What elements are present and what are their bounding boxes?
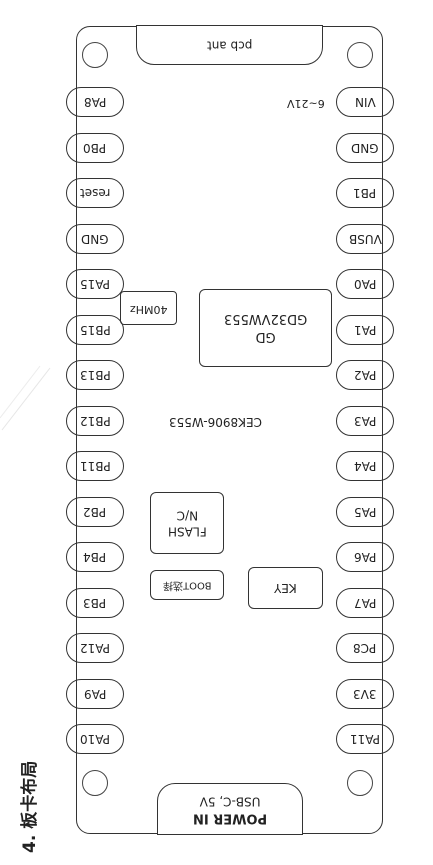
left-pin-reset: reset (66, 178, 124, 208)
right-pin-pa4: PA4 (336, 451, 394, 481)
pin-label: PA4 (353, 459, 377, 473)
module-label: CEK8906-W553 (169, 415, 262, 429)
right-pin-pc8: PC8 (336, 633, 394, 663)
usb-connector: POWER IN USB-C, 5V (157, 783, 303, 835)
left-pin-pa10: PA10 (66, 724, 124, 754)
pin-label: PB11 (79, 459, 111, 473)
mount-hole-top-right (347, 42, 373, 68)
section-heading: 4. 板卡布局 (20, 760, 40, 853)
left-pin-pb12: PB12 (66, 405, 124, 436)
right-pin-gnd: GND (336, 132, 394, 163)
pin-label: PA10 (80, 732, 110, 746)
pin-label: PB3 (83, 595, 107, 610)
usb-power-label: POWER IN (192, 810, 268, 826)
pin-label: VIN (354, 95, 376, 109)
pin-label: PA1 (353, 322, 377, 337)
pin-label: PA0 (353, 277, 377, 291)
left-pin-pa15: PA15 (66, 269, 124, 299)
left-pin-pa8: PA8 (66, 87, 124, 117)
right-pin-pa0: PA0 (336, 269, 394, 299)
pin-label: PA5 (353, 504, 377, 519)
pin-label: PB4 (83, 550, 107, 564)
flash-note: N/C (176, 508, 198, 522)
left-pin-pb3: PB3 (66, 587, 124, 618)
mount-hole-top-left (82, 42, 108, 68)
left-pin-pa12: PA12 (66, 633, 124, 663)
mcu-chip: GD GD32VW553 (199, 289, 332, 367)
right-pin-pa6: PA6 (336, 542, 394, 572)
pin-label: PA12 (80, 641, 110, 655)
mount-hole-bottom-right (347, 770, 373, 796)
mcu-brand: GD (255, 329, 276, 345)
pin-label: GND (81, 231, 109, 246)
right-pin-vin: VIN (336, 87, 394, 117)
pin-label: PA8 (83, 95, 107, 109)
watermark-lines (0, 365, 51, 431)
pin-label: PA6 (353, 550, 377, 564)
antenna-area: pcb ant (136, 25, 323, 65)
pin-label: PB2 (83, 504, 107, 519)
right-pin-vusb: VUSB (336, 223, 394, 254)
pin-label: PA9 (83, 686, 107, 701)
key-label: KEY (274, 581, 297, 596)
right-pin-pa7: PA7 (336, 587, 394, 618)
right-pin-pa5: PA5 (336, 496, 394, 527)
key-button[interactable]: KEY (248, 567, 323, 609)
right-pin-pa2: PA2 (336, 360, 394, 390)
antenna-label: pcb ant (206, 38, 253, 53)
left-pin-pb2: PB2 (66, 496, 124, 527)
flash-chip: FLASH N/C (150, 492, 224, 554)
pin-label: 3V3 (353, 686, 377, 701)
usb-type-label: USB-C, 5V (199, 794, 261, 809)
right-pin-pa11: PA11 (336, 724, 394, 754)
left-pin-pb15: PB15 (66, 314, 124, 345)
left-pin-pb4: PB4 (66, 542, 124, 572)
right-pin-pb1: PB1 (336, 178, 394, 208)
pin-label: PB1 (353, 186, 377, 200)
boot-label: BOOT选择 (162, 579, 212, 591)
pin-label: VUSB (348, 231, 382, 246)
pin-label: PC8 (353, 641, 377, 655)
mcu-model: GD32VW553 (223, 312, 308, 327)
right-pin-3v3: 3V3 (336, 678, 394, 709)
boot-select-button[interactable]: BOOT选择 (150, 570, 224, 600)
pin-label: PA2 (353, 368, 377, 382)
crystal-oscillator: 40MHz (120, 291, 177, 325)
flash-label: FLASH (167, 524, 207, 539)
left-pin-gnd: GND (66, 223, 124, 254)
left-pin-pb13: PB13 (66, 360, 124, 390)
voltage-range-label: 6~21V (287, 97, 325, 110)
pin-label: PB12 (79, 413, 111, 428)
crystal-label: 40MHz (129, 302, 168, 316)
mount-hole-bottom-left (82, 770, 108, 796)
pin-label: PA3 (353, 413, 377, 428)
pin-label: PA11 (350, 732, 380, 746)
pin-label: PA15 (80, 277, 110, 291)
pin-label: PB15 (79, 322, 111, 337)
right-pin-pa3: PA3 (336, 405, 394, 436)
left-pin-pa9: PA9 (66, 678, 124, 709)
pin-label: reset (79, 186, 111, 200)
pin-label: GND (351, 140, 379, 155)
pin-label: PA7 (353, 595, 377, 610)
pin-label: PB0 (83, 140, 107, 155)
left-pin-pb0: PB0 (66, 132, 124, 163)
right-pin-pa1: PA1 (336, 314, 394, 345)
pin-label: PB13 (79, 368, 111, 382)
left-pin-pb11: PB11 (66, 451, 124, 481)
